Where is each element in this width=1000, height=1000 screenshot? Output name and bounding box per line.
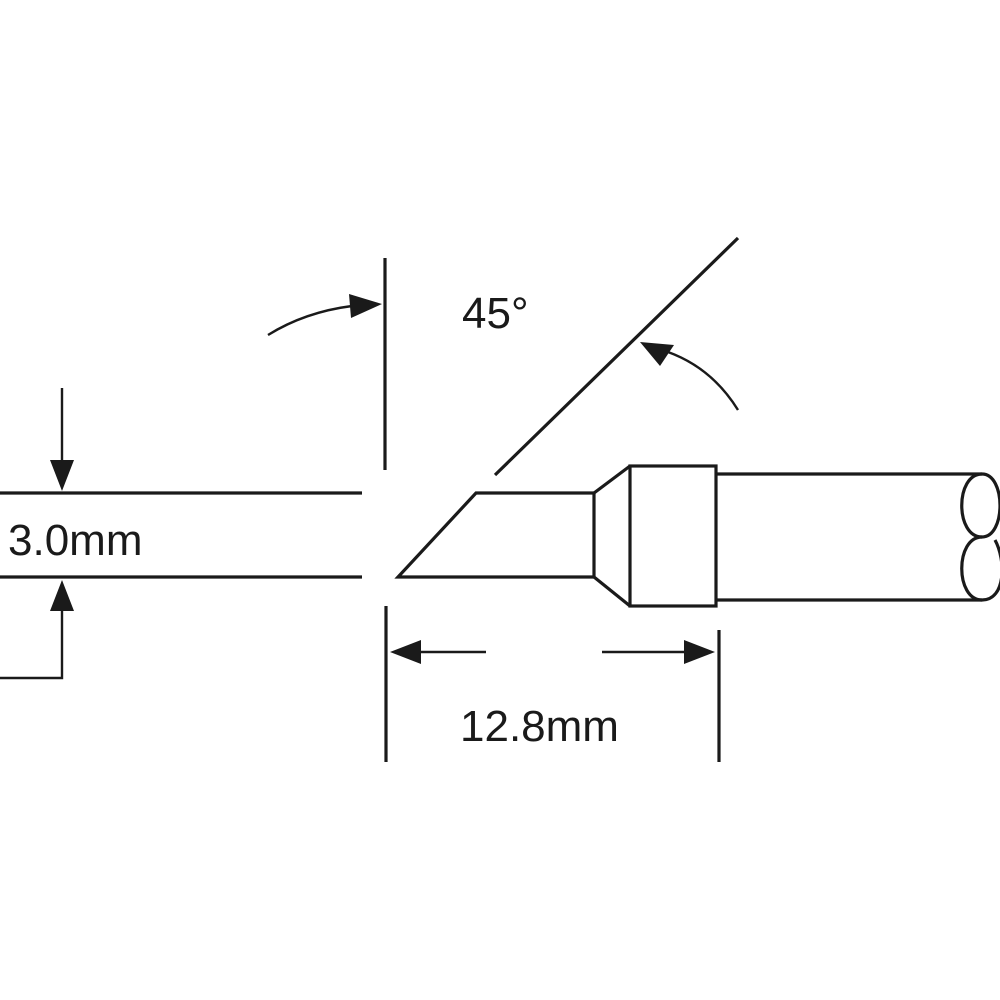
taper-bottom-line bbox=[592, 575, 632, 608]
angle-arc-left bbox=[267, 304, 353, 337]
angle-label: 45° bbox=[462, 289, 529, 338]
length-arrow-left-head bbox=[390, 640, 421, 664]
length-arrow-right-head bbox=[684, 640, 715, 664]
angle-dimension: 45° bbox=[267, 236, 740, 477]
angle-arrow-right-head bbox=[640, 342, 674, 366]
tip-length-label: 12.8mm bbox=[460, 702, 619, 751]
taper-top-line bbox=[593, 464, 631, 495]
tip-length-dimension: 12.8mm bbox=[384, 606, 721, 762]
angle-arrow-left-head bbox=[349, 294, 382, 318]
angle-reference-bevel-line bbox=[493, 236, 740, 477]
tip-collar bbox=[628, 464, 718, 608]
tip-width-dimension: 3.0mm bbox=[0, 388, 362, 680]
tip-width-label: 3.0mm bbox=[8, 516, 142, 565]
soldering-tip-outline bbox=[394, 464, 1000, 608]
beveled-tip-end bbox=[394, 491, 594, 579]
sleeve-break-symbol-upper bbox=[960, 472, 1000, 539]
width-arrow-bottom-head bbox=[50, 580, 74, 611]
angle-arc-right bbox=[667, 350, 740, 411]
sleeve-break-symbol-lower bbox=[960, 535, 1000, 602]
width-arrow-bottom-leader bbox=[0, 609, 64, 680]
width-arrow-top-head bbox=[50, 460, 74, 491]
